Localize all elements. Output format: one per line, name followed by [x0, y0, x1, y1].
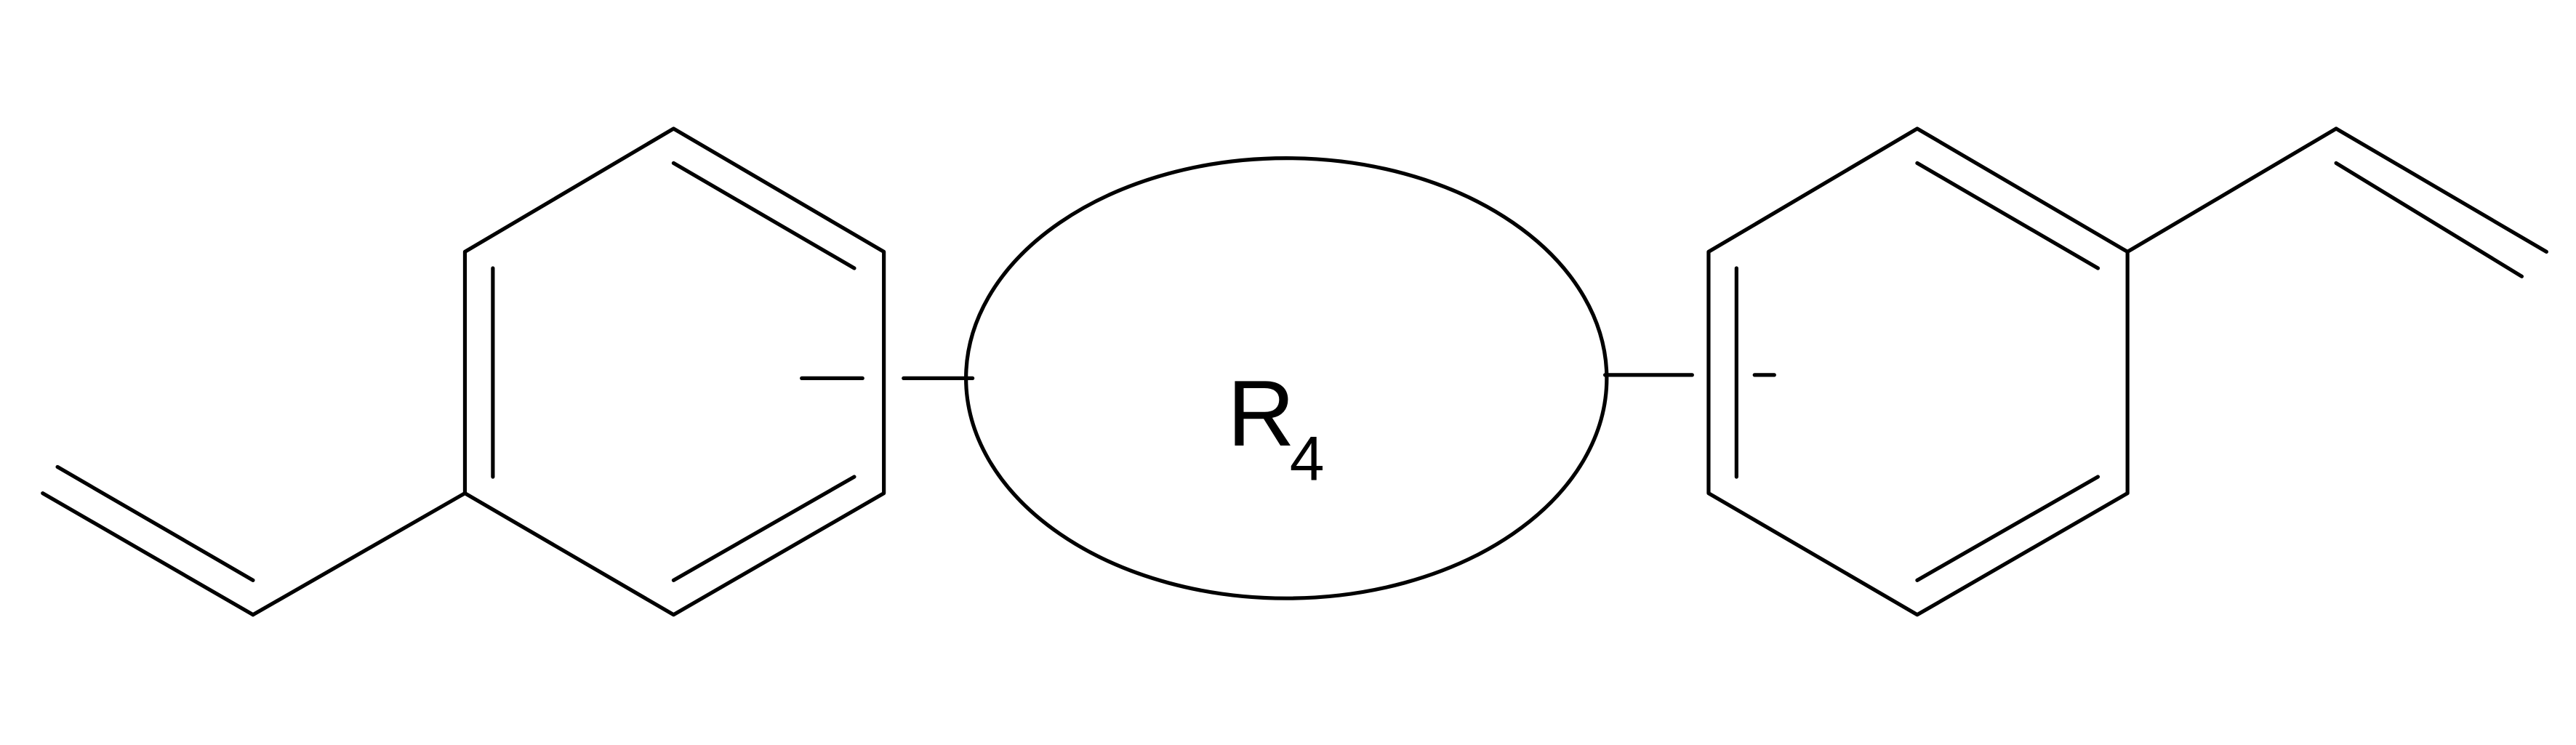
left-benzene-ring [462, 126, 886, 617]
vinyl-double-bond-outer [2334, 126, 2548, 254]
ring-outline [1706, 126, 2130, 617]
right-vinyl-group [2125, 126, 2548, 278]
ring-inner-bond [1915, 161, 2100, 270]
vinyl-double-bond-inner [2334, 161, 2524, 278]
left-vinyl-group [41, 464, 468, 617]
vinyl-single-bond [251, 491, 468, 617]
vinyl-single-bond [2125, 126, 2338, 254]
r4-ellipse [964, 156, 1609, 600]
r4-group: R 4 [964, 156, 1609, 600]
ring-inner-bond [671, 161, 856, 270]
vinyl-double-bond-inner [55, 464, 255, 582]
ring-inner-bond [671, 475, 856, 582]
ring-outline [462, 126, 886, 617]
r4-label: R [1227, 361, 1295, 466]
ring-inner-bond [1915, 475, 2100, 582]
r4-subscript: 4 [1290, 424, 1325, 494]
right-benzene-ring [1706, 126, 2130, 617]
vinyl-double-bond-outer [41, 491, 255, 617]
